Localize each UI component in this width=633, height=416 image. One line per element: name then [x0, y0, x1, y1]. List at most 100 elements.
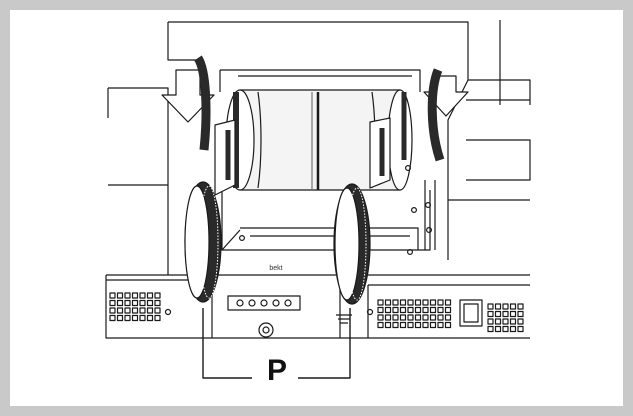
vent-slot: [437, 321, 444, 329]
inner-frame: [221, 160, 436, 256]
vent-slot: [116, 314, 124, 322]
vent-slot: [399, 306, 407, 314]
callout-bracket: [202, 308, 351, 379]
vent-slot: [502, 325, 509, 333]
blower-motor: [225, 89, 413, 191]
filter-bracket-left: [214, 119, 236, 196]
vent-slot: [517, 303, 524, 310]
vent-slot: [487, 325, 494, 333]
vent-slot: [384, 299, 392, 306]
vent-slot: [377, 321, 384, 329]
filter-bracket-right: [369, 117, 391, 189]
vent-slot: [487, 310, 494, 318]
vent-slot: [407, 306, 414, 314]
vent-slot: [109, 292, 116, 299]
vent-slot: [407, 314, 414, 321]
vent-slot: [109, 314, 116, 322]
vent-slot: [494, 318, 502, 325]
vent-slot: [444, 321, 452, 329]
vent-slot: [399, 299, 407, 306]
vent-slot: [407, 299, 414, 306]
vent-slot: [422, 321, 429, 329]
vent-slot: [414, 314, 422, 321]
vent-slot: [146, 299, 154, 307]
vent-slot: [124, 314, 131, 322]
vent-slot: [131, 307, 139, 314]
vent-slot: [116, 299, 124, 307]
vent-slot: [146, 292, 154, 299]
vent-slot: [422, 306, 429, 314]
vent-slot: [502, 310, 509, 318]
vent-slot: [384, 314, 392, 321]
vent-slot: [414, 321, 422, 329]
vent-slot: [502, 303, 509, 310]
vent-slot: [392, 314, 399, 321]
vent-slot: [399, 321, 407, 329]
vent-slot: [437, 306, 444, 314]
vent-slot: [124, 307, 131, 314]
vent-slot: [487, 318, 494, 325]
vent-slot: [444, 299, 452, 306]
panel-screw-icon: [164, 308, 172, 316]
charcoal-filter-left: [184, 181, 222, 303]
vent-slot: [131, 314, 139, 322]
vent-grille-right-2: [487, 303, 524, 333]
vent-slot: [494, 303, 502, 310]
vent-slot: [429, 314, 437, 321]
vent-slot: [116, 307, 124, 314]
vent-slot: [116, 292, 124, 299]
vent-slot: [422, 314, 429, 321]
vent-slot: [429, 306, 437, 314]
vent-slot: [377, 314, 384, 321]
vent-slot: [377, 299, 384, 306]
vent-slot: [509, 318, 517, 325]
vent-slot: [146, 307, 154, 314]
vent-slot: [146, 314, 154, 322]
vent-slot: [384, 321, 392, 329]
vent-slot: [131, 299, 139, 307]
vent-slot: [139, 307, 146, 314]
vent-slot: [124, 299, 131, 307]
vent-slot: [131, 292, 139, 299]
switch-button-icon: [459, 299, 483, 327]
panel-screw-icon: [366, 308, 374, 316]
vent-slot: [392, 306, 399, 314]
vent-slot: [509, 310, 517, 318]
vent-slot: [487, 303, 494, 310]
vent-slot: [154, 314, 161, 322]
vent-slot: [509, 303, 517, 310]
vent-slot: [429, 299, 437, 306]
vent-slot: [109, 299, 116, 307]
vent-slot: [414, 306, 422, 314]
vent-slot: [414, 299, 422, 306]
vent-slot: [109, 307, 116, 314]
vent-slot: [392, 321, 399, 329]
vent-slot: [429, 321, 437, 329]
vent-slot: [384, 306, 392, 314]
vent-grille-right: [377, 299, 452, 329]
vent-slot: [399, 314, 407, 321]
vent-slot: [502, 318, 509, 325]
vent-slot: [124, 292, 131, 299]
vent-grille-left: [109, 292, 161, 322]
vent-slot: [139, 292, 146, 299]
vent-slot: [444, 306, 452, 314]
vent-slot: [422, 299, 429, 306]
hood-housing: [107, 20, 531, 275]
panel-marking-text: bekt: [269, 265, 282, 272]
vent-slot: [139, 314, 146, 322]
terminal-block-icon: [227, 295, 301, 311]
front-panel: [105, 274, 530, 339]
vent-slot: [444, 314, 452, 321]
vent-slot: [377, 306, 384, 314]
rotation-arrow-left: [161, 55, 215, 151]
vent-slot: [517, 325, 524, 333]
vent-slot: [517, 310, 524, 318]
rotation-arrow-right: [423, 68, 469, 162]
vent-slot: [437, 299, 444, 306]
vent-slot: [154, 307, 161, 314]
vent-slot: [407, 321, 414, 329]
vent-slot: [494, 325, 502, 333]
vent-slot: [517, 318, 524, 325]
